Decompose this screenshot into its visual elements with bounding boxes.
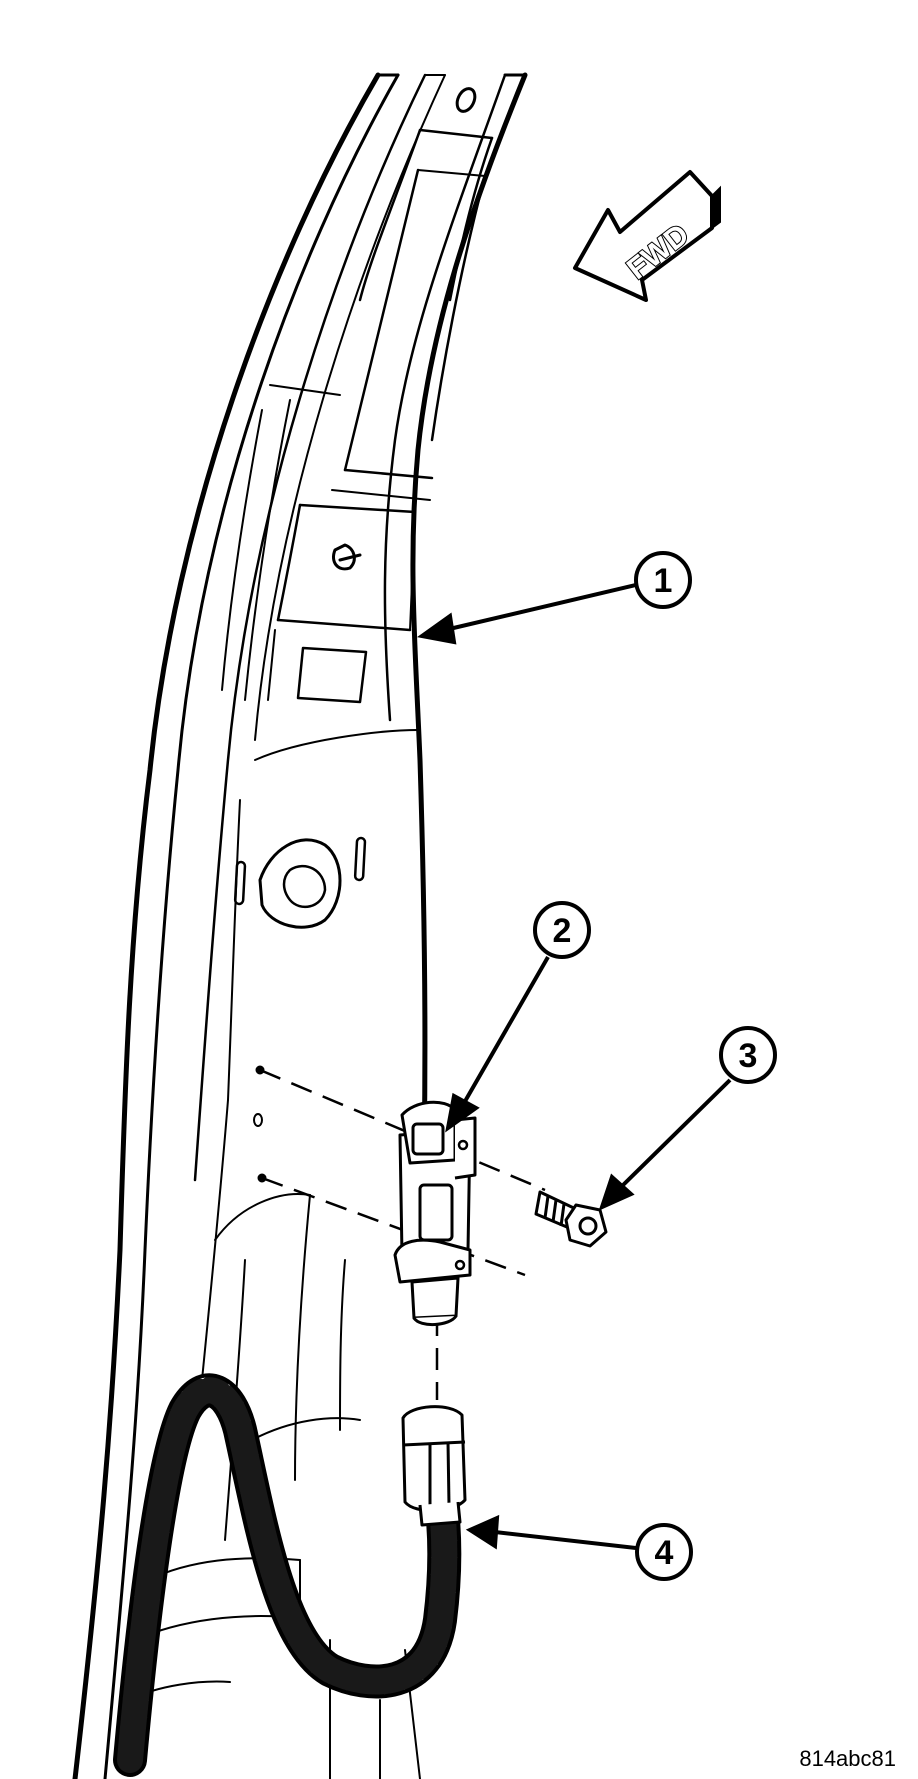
callout-4-number: 4 bbox=[655, 1534, 674, 1572]
callout-3: 3 bbox=[719, 1026, 777, 1084]
callout-1: 1 bbox=[634, 551, 692, 609]
mounting-bolt bbox=[534, 1190, 608, 1248]
wire-harness bbox=[113, 1373, 462, 1777]
callout-2-number: 2 bbox=[553, 912, 572, 950]
callout-2: 2 bbox=[533, 901, 591, 959]
pillar-body-panel bbox=[72, 72, 528, 1779]
mounting-hole-lower bbox=[257, 1173, 267, 1183]
mounting-hole-upper bbox=[255, 1065, 265, 1075]
impact-sensor bbox=[393, 1100, 477, 1326]
callout-leaders bbox=[417, 583, 732, 1550]
callout-1-number: 1 bbox=[654, 562, 673, 600]
callout-4: 4 bbox=[635, 1523, 693, 1581]
figure-reference-code: 814abc81 bbox=[799, 1746, 896, 1771]
fwd-direction-arrow: FWD bbox=[573, 170, 721, 302]
callout-3-number: 3 bbox=[739, 1037, 758, 1075]
harness-connector bbox=[401, 1405, 467, 1527]
mounting-holes bbox=[253, 1065, 267, 1183]
mounting-hole-locator bbox=[253, 1113, 263, 1127]
